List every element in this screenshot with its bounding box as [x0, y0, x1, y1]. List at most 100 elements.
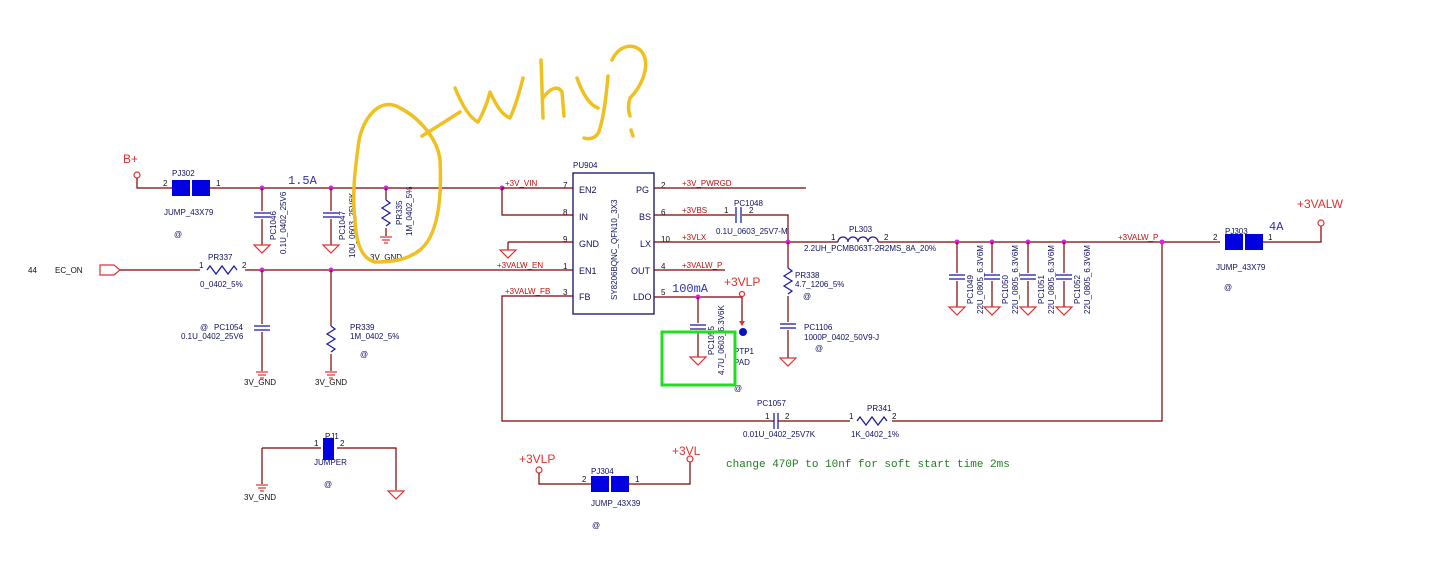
- svg-text:3V_GND: 3V_GND: [370, 253, 402, 262]
- svg-text:@: @: [734, 384, 742, 393]
- svg-text:@: @: [360, 350, 368, 359]
- port-3vlp-bottom: +3VLP: [519, 452, 555, 474]
- svg-text:22U_0805_6.3V6M: 22U_0805_6.3V6M: [1047, 245, 1056, 314]
- svg-text:PAD: PAD: [734, 358, 750, 367]
- capacitor-pc1057[interactable]: PC1057 1 2 0.01U_0402_25V7K: [743, 399, 816, 439]
- svg-text:PJ304: PJ304: [591, 467, 614, 476]
- svg-text:@: @: [815, 344, 823, 353]
- resistor-pr335[interactable]: PR335 1M_0402_5% 3V_GND: [370, 187, 414, 262]
- svg-text:3V_GND: 3V_GND: [244, 493, 276, 502]
- output-current-label: 4A: [1269, 220, 1284, 234]
- svg-text:LX: LX: [640, 239, 651, 249]
- capacitor-pc1049[interactable]: PC1049 22U_0805_6.3V6M: [948, 242, 985, 316]
- svg-text:IN: IN: [579, 212, 588, 222]
- svg-text:+3VALW: +3VALW: [1297, 197, 1344, 211]
- svg-text:2: 2: [242, 261, 247, 270]
- svg-text:0.1U_0402_25V6: 0.1U_0402_25V6: [279, 191, 288, 254]
- svg-text:1M_0402_5%: 1M_0402_5%: [405, 187, 414, 236]
- svg-text:PC1048: PC1048: [734, 199, 763, 208]
- svg-text:PR338: PR338: [795, 271, 820, 280]
- svg-text:PC1106: PC1106: [804, 323, 833, 332]
- svg-text:@: @: [324, 480, 332, 489]
- jumper-pj304[interactable]: +3VLP PJ304 2 1 JUMP_43X39 @ +3VL: [519, 444, 701, 530]
- svg-text:SY8206BQNC_QFN10_3X3: SY8206BQNC_QFN10_3X3: [610, 199, 619, 300]
- svg-text:+3VL: +3VL: [672, 444, 701, 458]
- resistor-pr341[interactable]: PR341 1 2 1K_0402_1%: [849, 404, 899, 439]
- capacitor-pc1052[interactable]: PC1052 22U_0805_6.3V6M: [1055, 242, 1092, 316]
- jumper-pj302[interactable]: PJ302 2 1 JUMP_43X79 @: [163, 169, 221, 239]
- inductor-pl303[interactable]: PL303 1 2 2.2UH_PCMB063T-2R2MS_8A_20%: [804, 225, 936, 253]
- svg-text:3V_GND: 3V_GND: [244, 378, 276, 387]
- ldo-port-3vlp: +3VLP: [724, 275, 760, 298]
- svg-text:2.2UH_PCMB063T-2R2MS_8A_20%: 2.2UH_PCMB063T-2R2MS_8A_20%: [804, 244, 936, 253]
- svg-text:B+: B+: [123, 152, 138, 166]
- svg-text:@: @: [1224, 283, 1232, 292]
- svg-text:4: 4: [661, 262, 666, 271]
- svg-text:FB: FB: [579, 292, 591, 302]
- resistor-pr337[interactable]: PR337 1 2 0_0402_5%: [199, 253, 247, 289]
- svg-text:1: 1: [724, 206, 729, 215]
- capacitor-pc1055[interactable]: PC1055 4.7U_0603_6.3V6K: [689, 297, 726, 375]
- svg-text:EN1: EN1: [579, 266, 597, 276]
- capacitor-pc1047[interactable]: PC1047 10U_0603_25V6K: [322, 188, 357, 258]
- svg-text:0_0402_5%: 0_0402_5%: [200, 280, 243, 289]
- svg-text:7: 7: [563, 181, 568, 190]
- svg-text:LDO: LDO: [633, 292, 652, 302]
- svg-text:PC1052: PC1052: [1073, 275, 1082, 304]
- svg-text:+3VALW_FB: +3VALW_FB: [505, 287, 550, 296]
- why-annotation: [352, 44, 648, 264]
- v3valw-port: +3VALW: [1297, 197, 1344, 227]
- svg-text:44: 44: [28, 266, 37, 275]
- svg-text:+3VLP: +3VLP: [519, 452, 555, 466]
- svg-text:+3VLP: +3VLP: [724, 275, 760, 289]
- svg-text:@: @: [174, 230, 182, 239]
- svg-text:1: 1: [314, 439, 319, 448]
- svg-text:PJ303: PJ303: [1225, 227, 1248, 236]
- svg-text:PC1049: PC1049: [966, 275, 975, 304]
- svg-text:PR337: PR337: [208, 253, 233, 262]
- svg-text:0.1U_0402_25V6: 0.1U_0402_25V6: [181, 332, 244, 341]
- svg-text:PJ302: PJ302: [172, 169, 195, 178]
- svg-text:2: 2: [884, 233, 889, 242]
- capacitor-pc1048[interactable]: PC1048 1 2 0.1U_0603_25V7-M: [716, 199, 788, 236]
- svg-text:+3VALW_P: +3VALW_P: [682, 261, 722, 270]
- resistor-pr339[interactable]: PR339 1M_0402_5% @ 3V_GND: [315, 270, 399, 387]
- svg-text:+3VALW_EN: +3VALW_EN: [497, 261, 543, 270]
- design-note: change 470P to 10nf for soft start time …: [726, 459, 1010, 471]
- svg-text:5: 5: [661, 288, 666, 297]
- svg-text:1000P_0402_50V9-J: 1000P_0402_50V9-J: [804, 333, 879, 342]
- svg-text:6: 6: [661, 208, 666, 217]
- svg-text:JUMPER: JUMPER: [314, 458, 347, 467]
- svg-text:+3V_VIN: +3V_VIN: [505, 179, 537, 188]
- svg-text:2: 2: [892, 412, 897, 421]
- svg-text:22U_0805_6.3V6M: 22U_0805_6.3V6M: [976, 245, 985, 314]
- svg-text:PR341: PR341: [867, 404, 892, 413]
- svg-text:PG: PG: [636, 185, 649, 195]
- svg-text:@: @: [592, 521, 600, 530]
- bplus-port: B+: [123, 152, 172, 189]
- svg-text:10: 10: [661, 235, 670, 244]
- svg-text:JUMP_43X79: JUMP_43X79: [1216, 263, 1266, 272]
- ic-pu904[interactable]: PU904 SY8206BQNC_QFN10_3X3 EN2 IN GND EN…: [563, 161, 670, 315]
- capacitor-pc1054[interactable]: @ PC1054 0.1U_0402_25V6 3V_GND: [181, 270, 276, 387]
- svg-text:3V_GND: 3V_GND: [315, 378, 347, 387]
- ec-on-port: [99, 264, 121, 276]
- capacitor-pc1050[interactable]: PC1050 22U_0805_6.3V6M: [983, 242, 1020, 316]
- resistor-pr338[interactable]: PR338 4.7_1206_5% @: [783, 242, 844, 322]
- svg-text:PC1046: PC1046: [269, 211, 278, 240]
- test-pad-ptp1[interactable]: PTP1 PAD @: [734, 321, 755, 393]
- svg-text:2: 2: [340, 439, 345, 448]
- svg-text:8: 8: [563, 208, 568, 217]
- capacitor-pc1046[interactable]: PC1046 0.1U_0402_25V6: [253, 188, 288, 254]
- svg-text:0.01U_0402_25V7K: 0.01U_0402_25V7K: [743, 430, 816, 439]
- svg-text:1: 1: [849, 412, 854, 421]
- svg-text:1: 1: [1268, 233, 1273, 242]
- capacitor-pc1051[interactable]: PC1051 22U_0805_6.3V6M: [1019, 242, 1056, 316]
- svg-text:BS: BS: [639, 212, 651, 222]
- svg-text:10U_0603_25V6K: 10U_0603_25V6K: [348, 192, 357, 258]
- svg-text:PC1055: PC1055: [707, 326, 716, 355]
- jumper-pj1[interactable]: PJ1 1 2 JUMPER @ 3V_GND: [244, 432, 405, 502]
- svg-text:1: 1: [635, 475, 640, 484]
- capacitor-pc1106[interactable]: PC1106 1000P_0402_50V9-J @: [779, 323, 879, 367]
- jumper-pj303[interactable]: PJ303 2 1 JUMP_43X79 @: [1213, 227, 1273, 292]
